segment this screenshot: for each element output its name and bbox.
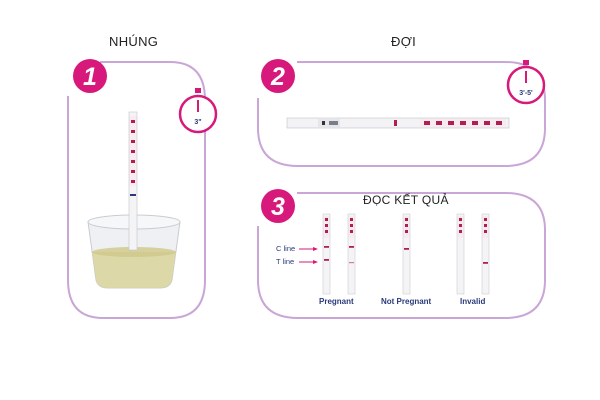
invalid-strip-1 xyxy=(456,213,465,295)
step-3-heading: ĐỌC KẾT QUẢ xyxy=(363,193,449,207)
stopwatch-icon: 3" xyxy=(178,88,218,134)
not-pregnant-strip xyxy=(402,213,411,295)
step-2-badge: 2 xyxy=(261,59,295,93)
test-strip-icon xyxy=(128,111,138,251)
step-1-heading: NHÚNG xyxy=(109,34,159,49)
step-2-frame xyxy=(257,61,546,167)
c-line-label: C line xyxy=(276,244,296,253)
stopwatch-icon: 3'-5' xyxy=(506,60,546,105)
step-2-timer: 3'-5' xyxy=(519,90,533,97)
c-line-pointer xyxy=(299,247,318,251)
pregnant-strip-1 xyxy=(322,213,331,295)
step-3-frame xyxy=(257,192,546,319)
step-1-timer: 3" xyxy=(194,119,201,126)
outcome-invalid: Invalid xyxy=(460,297,486,306)
outcome-pregnant: Pregnant xyxy=(319,297,354,306)
step-3-number: 3 xyxy=(271,193,285,221)
test-strip-icon xyxy=(286,117,510,129)
step-1-frame xyxy=(67,61,206,319)
step-1-number: 1 xyxy=(83,63,97,91)
step-3-badge: 3 xyxy=(261,189,295,223)
t-line-label: T line xyxy=(276,257,295,266)
step-2-heading: ĐỢI xyxy=(391,34,417,49)
pregnant-strip-2 xyxy=(347,213,356,295)
step-1-badge: 1 xyxy=(73,59,107,93)
t-line-pointer xyxy=(299,260,318,264)
invalid-strip-2 xyxy=(481,213,490,295)
outcome-not-pregnant: Not Pregnant xyxy=(381,297,432,306)
step-2-number: 2 xyxy=(270,63,285,91)
urine-cup-icon xyxy=(87,214,181,289)
